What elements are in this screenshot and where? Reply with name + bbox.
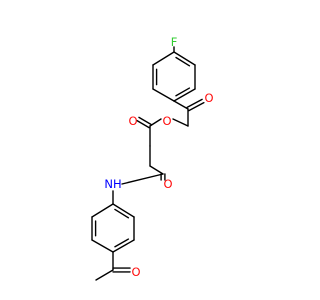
ketone-double-bond: [186, 98, 203, 109]
ester-carbonyl-double-bond: [136, 119, 150, 129]
ring-b-bond: [91, 203, 114, 218]
ester-carbonyl-double-bond: [138, 116, 152, 126]
ketone-double-bond: [188, 101, 205, 112]
molecule-structure: F O O O NH O O: [91, 35, 214, 281]
ring-b-bond: [112, 203, 135, 218]
ring-b-bond: [91, 239, 114, 253]
ring-a-bond: [173, 88, 196, 102]
ring-a-bond: [152, 88, 175, 102]
fluorine-atom: F: [171, 35, 178, 49]
ester-carbonyl-oxygen-atom: O: [128, 114, 137, 128]
ring-a-double-bond: [175, 56, 191, 67]
ch2-to-oxygen-bond: [172, 118, 189, 127]
atom-label-layer: F O O O NH O O: [104, 35, 213, 279]
ketone-oxygen-atom: O: [204, 91, 213, 105]
ring-a-double-bond: [175, 87, 191, 97]
ring-b-double-bond: [114, 238, 130, 248]
amide-carbonyl-oxygen-atom: O: [163, 177, 172, 191]
amide-nitrogen-atom: NH: [104, 177, 121, 191]
ester-bridge-oxygen-atom: O: [162, 114, 171, 128]
amide-c-n-bond: [121, 173, 164, 185]
acetyl-methyl-bond: [95, 269, 114, 281]
ring-a-bond: [152, 51, 175, 66]
ring-a-bond: [173, 51, 196, 66]
ring-b-bond: [112, 239, 135, 253]
chain-to-amide-carbon-bond: [149, 165, 164, 175]
oxygen-to-ester-carbon-bond: [149, 118, 162, 127]
ring-to-ketone-bond: [173, 100, 189, 110]
bond-layer: [91, 46, 205, 281]
ring-b-double-bond: [114, 208, 130, 219]
acetyl-oxygen-atom: O: [131, 265, 140, 279]
